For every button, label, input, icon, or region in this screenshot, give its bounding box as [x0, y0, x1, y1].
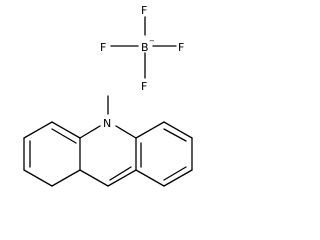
nitrogen-atom-label: N: [103, 117, 111, 130]
fluorine-atom-label-bottom: F: [141, 80, 147, 93]
bond-c7-c8: [163, 169, 193, 187]
anion-charge-label: −: [149, 37, 155, 45]
structure-canvas: B − F F F F: [23, 4, 193, 187]
tetrafluoroborate-anion: B − F F F F: [100, 4, 184, 93]
bond-c9-c8a-inner: [109, 166, 132, 181]
bond-c10a-c5: [135, 121, 165, 139]
methylacridine-cation: N: [23, 95, 193, 187]
bond-c10a-n: [115, 125, 137, 139]
fluorine-atom-label-left: F: [100, 41, 106, 54]
fluorine-atom-label-top: F: [141, 4, 147, 17]
bond-c1-c9a: [51, 169, 81, 187]
bond-c5-c6: [163, 121, 193, 139]
bond-c7-c8-inner: [163, 166, 187, 181]
fluorine-atom-label-right: F: [178, 41, 184, 54]
boron-atom-label: B: [141, 41, 149, 54]
bond-c2-c1: [23, 169, 53, 187]
molecule-drawing: B − F F F F: [23, 4, 193, 187]
bond-c4a-c4: [51, 121, 81, 139]
bond-c9-c8a: [107, 169, 137, 187]
bond-c9a-c9: [79, 169, 109, 187]
bond-c4a-c4-inner: [51, 128, 77, 144]
bond-c5-c6-inner: [163, 128, 187, 142]
bond-n-c4a: [79, 125, 101, 139]
bond-c4-c3: [23, 121, 53, 139]
bond-c8-c8a: [135, 169, 165, 187]
